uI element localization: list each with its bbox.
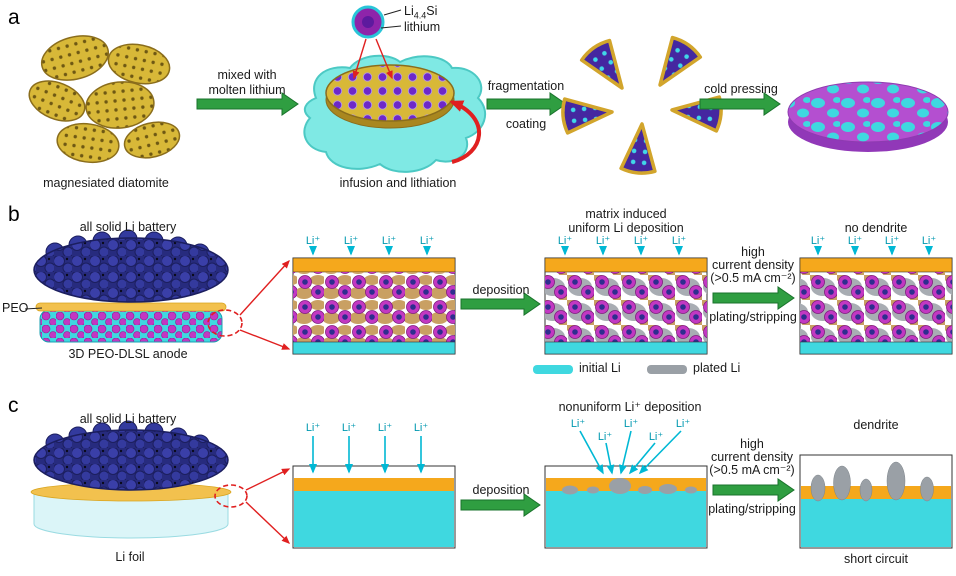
short-circuit-caption: short circuit [844, 552, 908, 566]
li-ion-label: Li⁺ [413, 422, 429, 434]
li-ion-label: Li⁺ [381, 235, 397, 247]
callout-lithium-label: lithium [404, 20, 441, 34]
composite-disc [787, 81, 949, 152]
hcd-label-c-1: high [740, 437, 764, 451]
li-ion-label: Li⁺ [633, 235, 649, 247]
lithium-core [362, 16, 374, 28]
mixed-arrow-label-2: molten lithium [208, 83, 286, 97]
zoom-box-initial-b [292, 246, 456, 355]
deposition-label-b: deposition [472, 283, 530, 297]
solid-battery-b [24, 229, 229, 343]
cold-pressing-arrow [699, 92, 781, 116]
panel-c-graphics [30, 420, 953, 549]
li-ion-label: Li⁺ [595, 235, 611, 247]
diatomite-cluster [28, 35, 181, 164]
zoom-highlight-c [214, 484, 248, 508]
hcd-label-c-3: (>0.5 mA cm⁻²) [709, 463, 795, 477]
initial-li-swatch [533, 365, 573, 374]
callout-li44si-label: Li4.4Si [404, 4, 438, 21]
cold-pressing-label: cold pressing [704, 82, 778, 96]
panel-b-graphics [24, 229, 953, 374]
li-ion-label: Li⁺ [343, 235, 359, 247]
panel-b-label: b [8, 203, 20, 226]
zoom-box-initial-c [292, 436, 456, 549]
particle-callout [351, 5, 402, 80]
uniform-title-1: matrix induced [585, 207, 667, 221]
deposition-arrow-c [460, 493, 541, 517]
li-ion-label: Li⁺ [305, 235, 321, 247]
infusion-curved-arrow [449, 100, 482, 164]
panel-a-label: a [8, 6, 20, 29]
zoom-box-uniform-b [544, 246, 708, 355]
nonuniform-title: nonuniform Li⁺ deposition [558, 400, 702, 414]
li-ion-label: Li⁺ [884, 235, 900, 247]
hcd-label-c-2: current density [711, 450, 793, 464]
zoom-highlight-b [207, 309, 243, 337]
li-foil-caption: Li foil [115, 550, 145, 564]
mixed-arrow-label-1: mixed with [217, 68, 277, 82]
hcd-label-b-2: current density [712, 258, 794, 272]
li-ion-label: Li⁺ [341, 422, 357, 434]
legend-initial-li: initial Li [579, 361, 621, 375]
fragments-cluster [559, 33, 725, 177]
panel-c-label: c [8, 394, 19, 417]
plating-label-c: plating/stripping [708, 502, 796, 516]
li-ion-label: Li⁺ [921, 235, 937, 247]
li-ion-label: Li⁺ [648, 431, 664, 443]
infusion-caption: infusion and lithiation [339, 176, 457, 190]
cycling-arrow-b [712, 286, 795, 310]
fragmentation-label: fragmentation [487, 79, 565, 93]
li-ion-label: Li⁺ [557, 235, 573, 247]
li-ion-label: Li⁺ [675, 418, 691, 430]
li-ion-label: Li⁺ [597, 431, 613, 443]
battery-caption-b: all solid Li battery [79, 220, 177, 234]
peo-label: PEO [2, 301, 29, 315]
zoom-box-dendrite-c [799, 454, 953, 549]
li-ion-label: Li⁺ [847, 235, 863, 247]
dendrite-title: dendrite [853, 418, 899, 432]
anode-caption: 3D PEO-DLSL anode [68, 347, 188, 361]
li-ion-label: Li⁺ [623, 418, 639, 430]
uniform-title-2: uniform Li deposition [568, 221, 684, 235]
zoom-box-nonuniform-c [544, 430, 708, 549]
solid-battery-c [30, 420, 232, 539]
li-ion-label: Li⁺ [419, 235, 435, 247]
li-ion-label: Li⁺ [570, 418, 586, 430]
legend-plated-li: plated Li [693, 361, 741, 375]
coating-label: coating [505, 117, 547, 131]
panel-a-graphics [28, 5, 949, 177]
hcd-label-b-3: (>0.5 mA cm⁻²) [710, 271, 796, 285]
hcd-label-b-1: high [741, 245, 765, 259]
diatomite-caption: magnesiated diatomite [43, 176, 169, 190]
cycling-arrow-c [712, 478, 795, 502]
no-dendrite-title: no dendrite [844, 221, 908, 235]
li-ion-label: Li⁺ [671, 235, 687, 247]
li-ion-label: Li⁺ [305, 422, 321, 434]
mixed-arrow [196, 92, 299, 116]
zoom-box-no-dendrite-b [799, 246, 953, 355]
plated-li-swatch [647, 365, 687, 374]
fragmentation-arrow [486, 92, 567, 116]
li-ion-label: Li⁺ [810, 235, 826, 247]
deposition-label-c: deposition [472, 483, 530, 497]
plating-label-b: plating/stripping [709, 310, 797, 324]
battery-caption-c: all solid Li battery [79, 412, 177, 426]
li-ion-label: Li⁺ [377, 422, 393, 434]
deposition-arrow-b [460, 292, 541, 316]
